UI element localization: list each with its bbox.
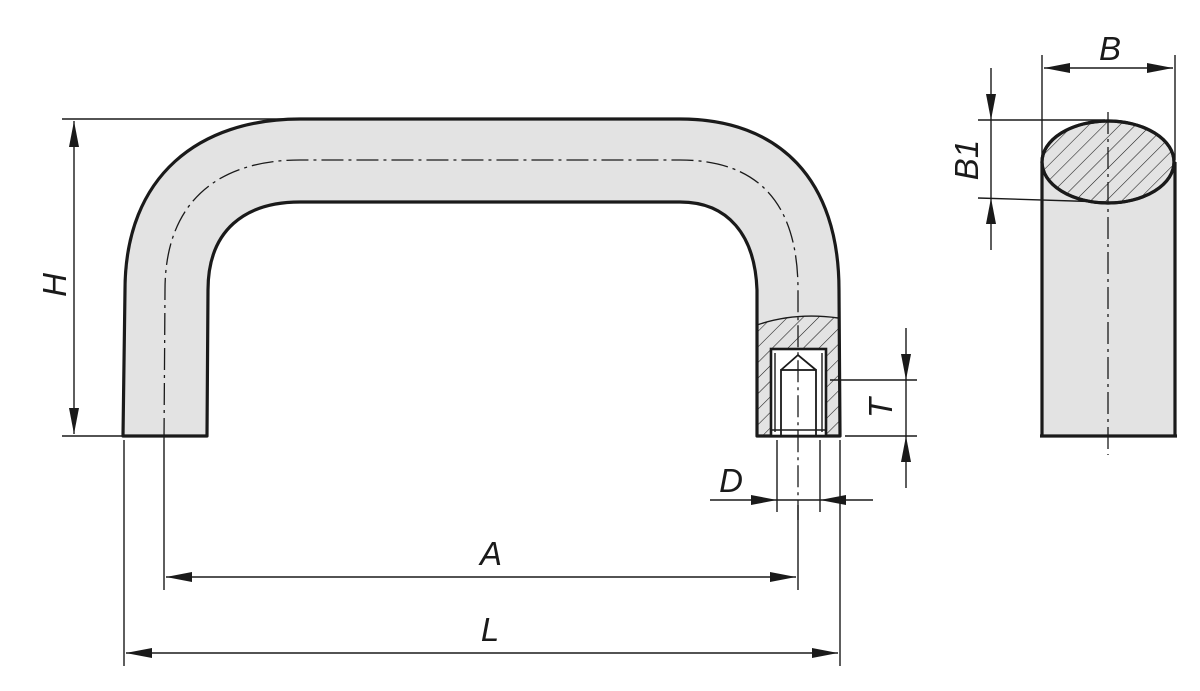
- dimension-t: T: [830, 328, 917, 488]
- handle-side-view: [1040, 112, 1177, 455]
- dimension-a: A: [163, 440, 799, 590]
- dimension-h: H: [36, 118, 300, 437]
- label-a: A: [478, 535, 502, 572]
- dimension-b1: B1: [948, 68, 1106, 250]
- handle-body: [121, 117, 842, 438]
- label-h: H: [36, 273, 73, 297]
- dimension-b: B: [1041, 30, 1176, 160]
- dimension-l: L: [123, 440, 841, 666]
- label-t: T: [862, 395, 899, 418]
- section-break-line: [756, 315, 839, 326]
- handle-front-view: [121, 117, 842, 520]
- label-b1: B1: [948, 140, 985, 180]
- dimension-d: D: [710, 440, 873, 512]
- label-d: D: [719, 462, 743, 499]
- label-b: B: [1099, 30, 1121, 67]
- label-l: L: [481, 611, 499, 648]
- rod-centerline: [163, 159, 799, 520]
